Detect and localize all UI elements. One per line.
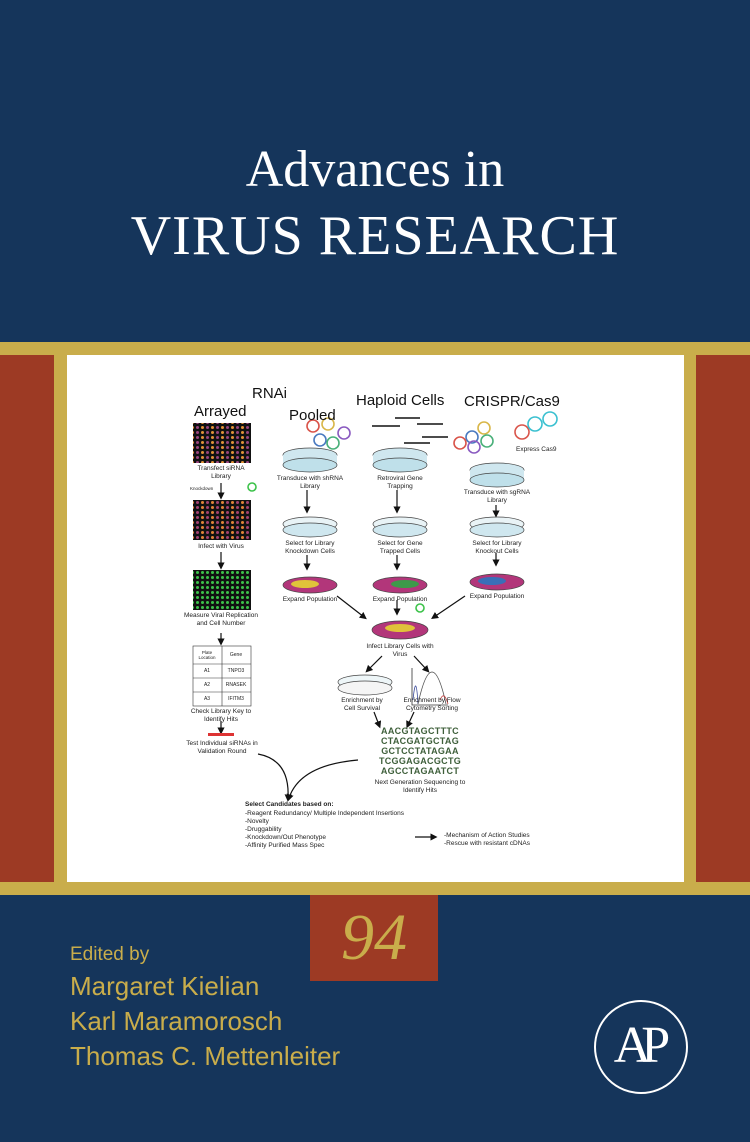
sirna-bars xyxy=(208,733,234,736)
label-haploid-expand: Expand Population xyxy=(372,596,428,603)
arrows xyxy=(217,483,500,841)
header-arrayed: Arrayed xyxy=(194,403,247,420)
label-ngs: Next Generation Sequencing to Identify H… xyxy=(374,779,466,794)
edited-by-label: Edited by xyxy=(70,944,150,965)
sequence-line: GCTCCTATAGAA xyxy=(381,746,459,756)
criterion: -Knockdown/Out Phenotype xyxy=(245,834,326,841)
left-red-panel xyxy=(0,355,54,882)
right-red-panel xyxy=(696,355,750,882)
volume-number: 94 xyxy=(310,895,438,981)
label-haploid-select: Select for Gene Trapped Cells xyxy=(377,540,423,555)
label-pooled-transduce: Transduce with shRNA Library xyxy=(276,475,344,490)
table-cell: TNPO3 xyxy=(227,668,245,674)
cover-illustration-panel xyxy=(67,355,684,882)
header-pooled: Pooled xyxy=(289,407,336,424)
virus-icons xyxy=(247,411,558,613)
label-transfect: Transfect siRNA Library xyxy=(197,465,245,480)
series-title-line1: Advances in xyxy=(245,141,505,198)
publisher-logo: AP xyxy=(594,1000,688,1094)
sequence-line: AACGTAGCTTTC xyxy=(381,726,459,736)
label-knockdown: Knockdown xyxy=(190,486,214,491)
sequence-line: AGCCTAGAATCT xyxy=(380,766,460,776)
flow-cytometry-plot xyxy=(411,668,449,706)
criterion: -Novelty xyxy=(245,818,269,825)
gene-trap-lines xyxy=(372,417,448,444)
sequence-line: CTACGATGCTAG xyxy=(380,736,460,746)
table-cell: A3 xyxy=(203,696,211,702)
plate-measure xyxy=(193,570,251,610)
table-cell: A2 xyxy=(203,682,211,688)
label-crispr-transduce: Transduce with sgRNA Library xyxy=(463,489,531,504)
label-crispr-select: Select for Library Knockout Cells xyxy=(472,540,522,555)
label-infect-library: Infect Library Cells with Virus xyxy=(366,643,434,658)
label-haploid-trap: Retroviral Gene Trapping xyxy=(377,475,423,490)
label-cas9: Express Cas9 xyxy=(516,446,557,453)
editor-name: Margaret Kielian xyxy=(70,971,260,1001)
publisher-logo-text: AP xyxy=(613,1017,671,1074)
label-infect: Infect with Virus xyxy=(198,543,244,550)
criterion: -Affinity Purified Mass Spec xyxy=(245,842,325,849)
header-crispr: CRISPR/Cas9 xyxy=(464,393,560,410)
header-haploid: Haploid Cells xyxy=(356,392,445,409)
table-header-location: Plate Location xyxy=(198,650,216,660)
sequence-block: AACGTAGCTTTC CTACGATGCTAG GCTCCTATAGAA T… xyxy=(379,726,461,776)
table-cell: RNASEK xyxy=(225,682,247,688)
arrayed-plates xyxy=(193,423,251,610)
plate-key-table xyxy=(192,645,252,707)
sequence-line: TCGGAGACGCTG xyxy=(378,756,462,766)
label-pooled-expand: Expand Population xyxy=(282,596,338,603)
editor-name: Thomas C. Mettenleiter xyxy=(70,1041,341,1071)
criterion: -Reagent Redundancy/ Multiple Independen… xyxy=(245,810,404,817)
select-title: Select Candidates based on: xyxy=(245,801,334,808)
followup: -Rescue with resistant cDNAs xyxy=(444,840,530,847)
editor-name: Karl Maramorosch xyxy=(70,1006,283,1036)
table-header-gene: Gene xyxy=(229,652,243,658)
table-cell: IFITM3 xyxy=(228,696,244,702)
series-title-line2: VIRUS RESEARCH xyxy=(130,205,620,267)
followup: -Mechanism of Action Studies xyxy=(444,832,530,839)
label-crispr-expand: Expand Population xyxy=(469,593,525,600)
label-check: Check Library Key to Identify Hits xyxy=(190,708,252,723)
table-cell: A1 xyxy=(203,668,211,674)
label-survival: Enrichment by Cell Survival xyxy=(341,697,383,712)
header-rnai: RNAi xyxy=(252,385,288,402)
label-measure: Measure Viral Replication and Cell Numbe… xyxy=(184,612,258,627)
criterion: -Druggability xyxy=(245,826,282,833)
petri-dishes xyxy=(282,447,525,696)
label-flow: Enrichment by Flow Cytometry Sorting xyxy=(403,697,461,712)
label-test: Test Individual siRNAs in Validation Rou… xyxy=(186,740,258,755)
label-pooled-select: Select for Library Knockdown Cells xyxy=(285,540,335,555)
